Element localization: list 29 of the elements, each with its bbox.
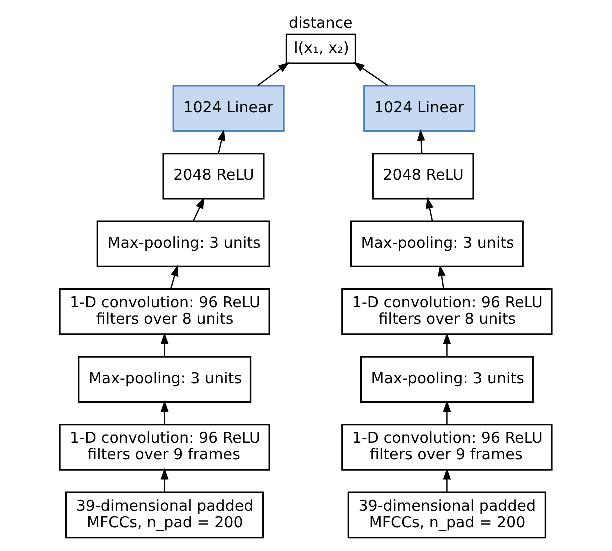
node-box: 1-D convolution: 96 ReLU filters over 8 units bbox=[342, 288, 553, 336]
arrow bbox=[443, 468, 452, 493]
node-box: 1024 Linear bbox=[364, 85, 476, 132]
arrow bbox=[218, 130, 226, 154]
arrow bbox=[170, 265, 179, 290]
node-box: 39-dimensional padded MFCCs, n_pad = 200 bbox=[348, 492, 547, 539]
node-box: 1024 Linear bbox=[172, 85, 285, 132]
arrow bbox=[443, 332, 452, 358]
node-box: Max-pooling: 3 units bbox=[96, 220, 270, 268]
arrow bbox=[426, 197, 434, 222]
node-box: Max-pooling: 3 units bbox=[78, 356, 252, 404]
arrow bbox=[192, 198, 205, 222]
arrow bbox=[353, 62, 389, 86]
node-label: distance bbox=[289, 14, 353, 32]
node-box: 2048 ReLU bbox=[162, 152, 265, 200]
arrow bbox=[438, 265, 446, 290]
arrow bbox=[160, 400, 169, 425]
node-box: 2048 ReLU bbox=[372, 152, 474, 200]
arrow bbox=[257, 62, 290, 86]
node-box: 1-D convolution: 96 ReLU filters over 8 units bbox=[59, 288, 270, 336]
arrow bbox=[443, 400, 452, 425]
node-box: 1-D convolution: 96 ReLU filters over 9 frames bbox=[59, 424, 270, 471]
arrow bbox=[160, 468, 169, 493]
node-box: 39-dimensional padded MFCCs, n_pad = 200 bbox=[65, 492, 264, 539]
node-box: 1-D convolution: 96 ReLU filters over 9 frames bbox=[342, 424, 553, 471]
arrow bbox=[160, 332, 169, 358]
arrow bbox=[417, 130, 426, 154]
node-box: Max-pooling: 3 units bbox=[350, 220, 524, 268]
node-box: Max-pooling: 3 units bbox=[360, 356, 534, 404]
